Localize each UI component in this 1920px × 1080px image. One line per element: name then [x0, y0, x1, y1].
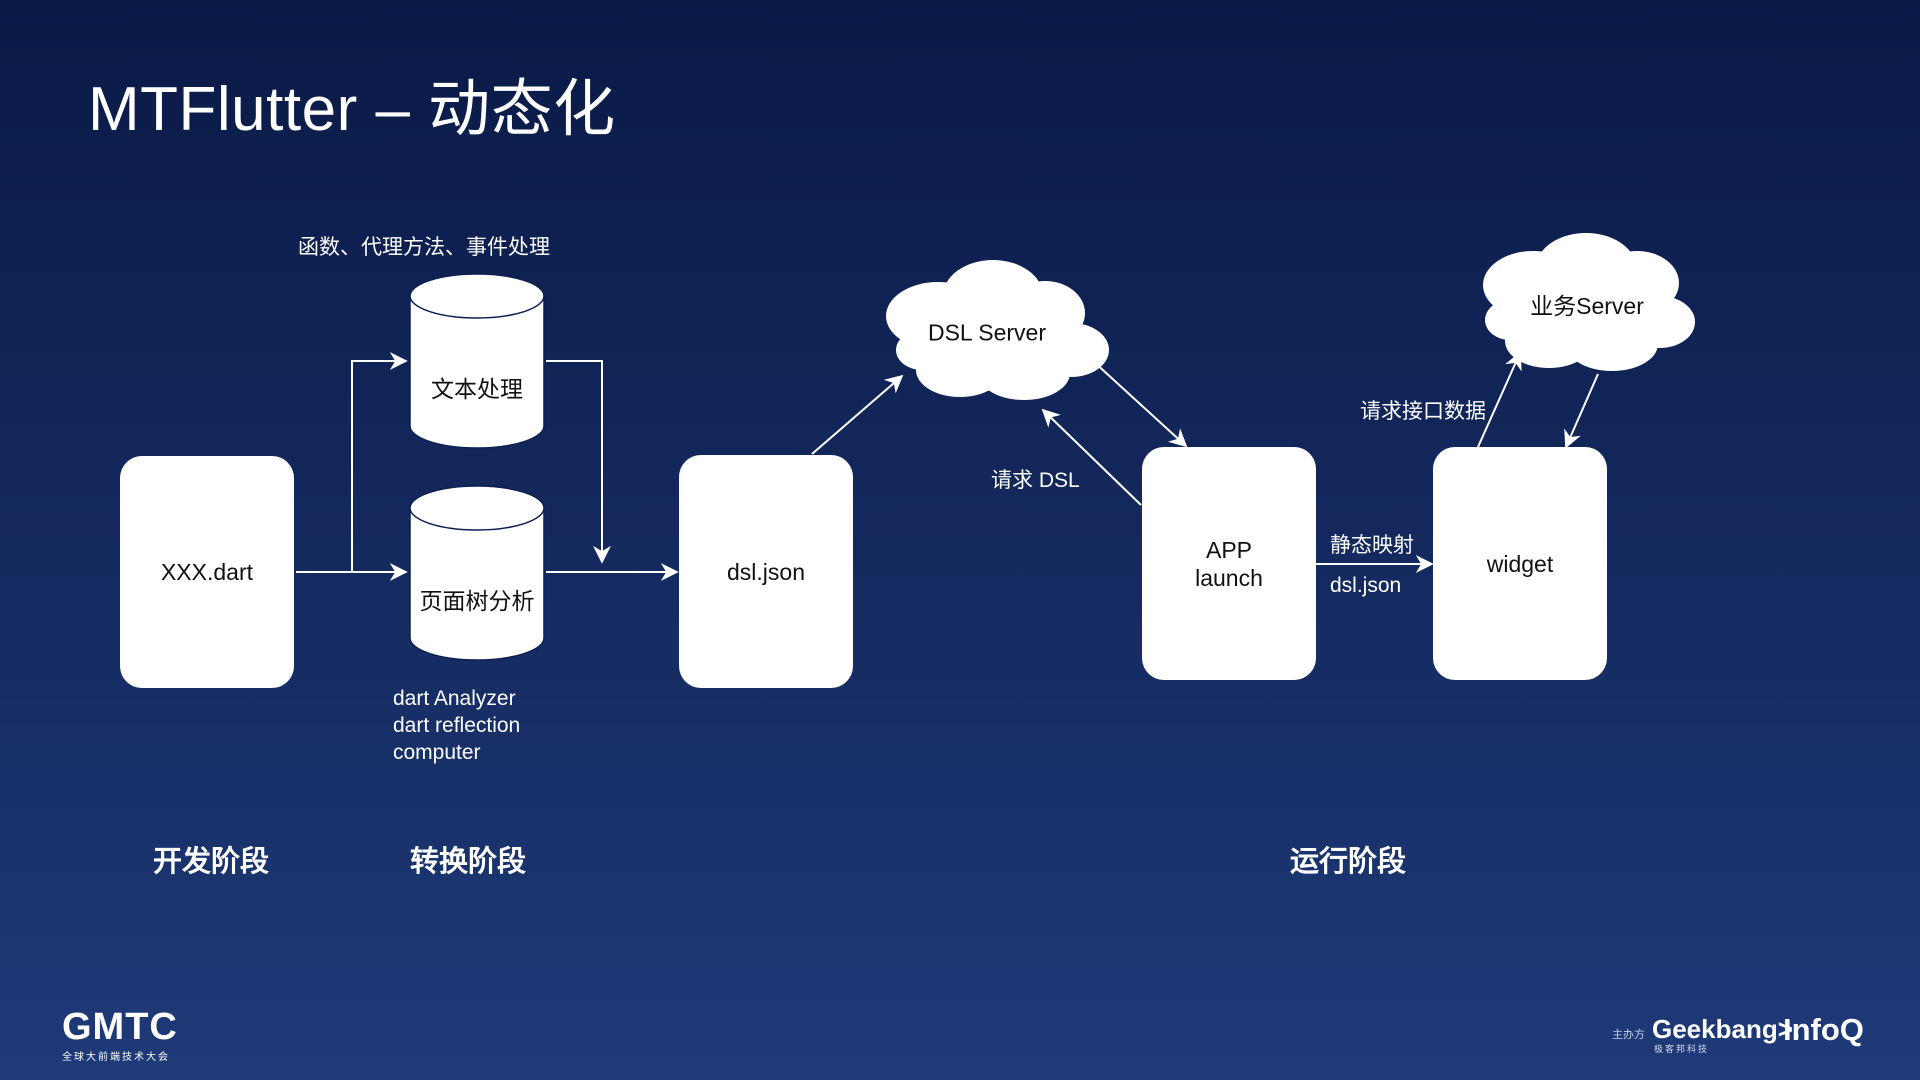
node-app-launch-line2: launch [1195, 564, 1263, 591]
sponsor-label: 主办方 [1612, 1029, 1645, 1041]
node-dsl-json-label: dsl.json [727, 558, 805, 585]
label-analyzer-line2: dart reflection [393, 714, 521, 737]
stage-dev: 开发阶段 [153, 846, 270, 878]
edge-dsl-json-to-dsl-server [811, 374, 904, 455]
label-analyzer-line3: computer [393, 741, 481, 764]
stage-convert: 转换阶段 [410, 846, 527, 878]
node-app-launch-line1: APP [1205, 536, 1253, 563]
gmtc-logo: GMTC 全球大前端技术大会 [62, 1008, 178, 1063]
node-xxx-dart-label: XXX.dart [160, 559, 254, 585]
label-dsl-json-edge: dsl.json [1330, 574, 1402, 597]
label-request-api: 请求接口数据 [1360, 400, 1486, 423]
cloud-dsl-server [886, 260, 1109, 400]
gmtc-logo-text: GMTC [62, 1006, 178, 1048]
edge-dsl-server-to-app-launch [1092, 360, 1188, 448]
node-widget-label: widget [1486, 550, 1554, 577]
node-page-tree-label: 页面树分析 [419, 588, 535, 614]
label-analyzer-line1: dart Analyzer [393, 687, 516, 710]
label-static-mapping: 静态映射 [1330, 534, 1414, 557]
node-text-processing-label: 文本处理 [431, 376, 523, 402]
edge-text-processing-down [546, 360, 611, 564]
cloud-biz-server [1483, 233, 1695, 371]
node-dsl-server-label: DSL Server [927, 319, 1047, 346]
geekbang-subtitle: 极客邦科技 [1654, 1044, 1710, 1054]
cylinder-page-tree [409, 485, 545, 661]
node-xxx-dart: XXX.dart [120, 456, 294, 688]
geekbang-logo: Geekbang>. [1652, 1014, 1801, 1044]
infoq-logo: InfoQ [1783, 1012, 1864, 1047]
edge-app-launch-request-dsl [1041, 408, 1142, 506]
cylinder-text-processing [409, 273, 545, 449]
gmtc-logo-subtitle: 全球大前端技术大会 [62, 1052, 170, 1063]
edge-widget-to-biz-server [1477, 351, 1522, 448]
label-analyzer: dart Analyzer dart reflection computer [393, 685, 520, 766]
node-biz-server-label: 业务Server [1530, 293, 1644, 319]
stage-runtime: 运行阶段 [1290, 846, 1407, 878]
node-widget: widget [1433, 447, 1607, 680]
node-dsl-json: dsl.json [679, 455, 853, 688]
label-functions: 函数、代理方法、事件处理 [298, 236, 550, 259]
label-request-dsl: 请求 DSL [991, 469, 1080, 492]
edge-biz-server-to-widget [1564, 373, 1599, 449]
edge-xxx-to-text-processing [351, 352, 408, 572]
node-app-launch: APP launch [1142, 447, 1316, 680]
node-app-launch-label: APP launch [1195, 536, 1263, 592]
page-title: MTFlutter – 动态化 [88, 75, 616, 144]
